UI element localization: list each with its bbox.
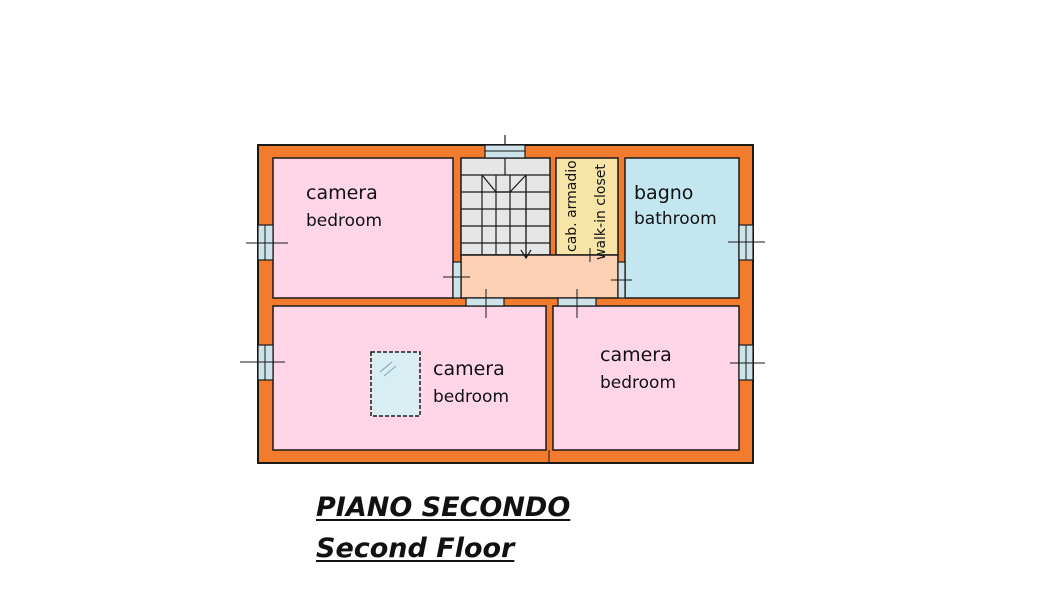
bathroom-name-it: bagno: [634, 182, 693, 204]
door-bedroom-top-left[interactable]: [443, 261, 470, 299]
room-bathroom[interactable]: [624, 157, 740, 299]
bathroom-name-en: bathroom: [634, 209, 717, 229]
closet-name-it: cab. armadio: [564, 160, 580, 252]
window-left-top: [246, 224, 288, 261]
bedroom-bottom-right-name-it: camera: [600, 344, 672, 366]
staircase: [461, 135, 550, 260]
window-left-bottom: [240, 344, 285, 381]
window-right-bottom: [730, 344, 765, 381]
closet-name-en: walk-in closet: [593, 164, 609, 260]
room-closet[interactable]: [555, 157, 619, 256]
window-right-top: [728, 224, 765, 261]
title-english: Second Floor: [316, 533, 515, 564]
bedroom-bottom-right-name-en: bedroom: [600, 373, 676, 393]
skylight: [370, 351, 421, 417]
title-italian: PIANO SECONDO: [316, 492, 571, 523]
bedroom-top-left-name-it: camera: [306, 182, 378, 204]
door-bedroom-bottom-right[interactable]: [557, 289, 597, 318]
bedroom-bottom-left-name-it: camera: [433, 358, 505, 380]
door-bathroom[interactable]: [611, 261, 632, 299]
window-top-stairs: [484, 144, 526, 159]
door-bedroom-bottom-left[interactable]: [465, 289, 505, 318]
room-hallway[interactable]: [460, 254, 619, 299]
bedroom-top-left-name-en: bedroom: [306, 211, 382, 231]
room-bedroom-bottom-right[interactable]: [552, 305, 740, 451]
room-bedroom-top-left[interactable]: [272, 157, 454, 299]
bedroom-bottom-left-name-en: bedroom: [433, 387, 509, 407]
